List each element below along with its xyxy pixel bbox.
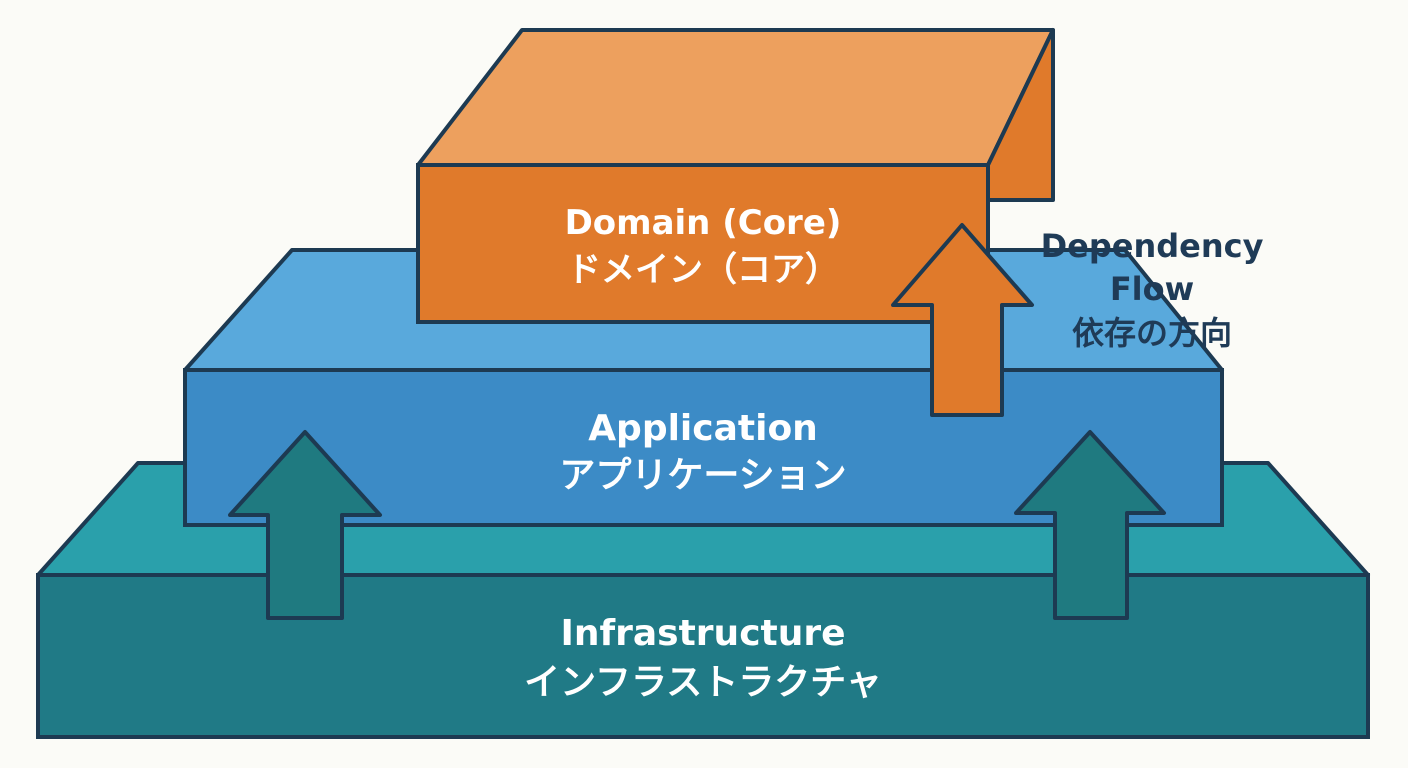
domain-front-face	[416, 163, 990, 324]
dependency-flow-line2: Flow	[1110, 270, 1194, 308]
domain-label-en: Domain (Core)	[565, 203, 842, 243]
dependency-flow-label: Dependency Flow 依存の方向	[1041, 227, 1264, 352]
up-arrow-domain-icon	[891, 223, 1034, 417]
dependency-flow-line1: Dependency	[1041, 227, 1264, 265]
up-arrow-left-icon	[228, 430, 382, 620]
domain-top-face	[416, 28, 1055, 167]
domain-layer: Domain (Core) ドメイン（コア）	[416, 28, 1055, 324]
application-label-ja: アプリケーション	[559, 455, 846, 496]
application-label-en: Application	[588, 408, 818, 449]
infrastructure-front-face	[36, 573, 1370, 739]
infrastructure-label-ja: インフラストラクチャ	[524, 662, 882, 703]
domain-label-ja: ドメイン（コア）	[567, 250, 839, 290]
dependency-flow-line3: 依存の方向	[1072, 314, 1232, 352]
infrastructure-label-en: Infrastructure	[560, 613, 845, 654]
up-arrow-right-icon	[1014, 430, 1166, 620]
